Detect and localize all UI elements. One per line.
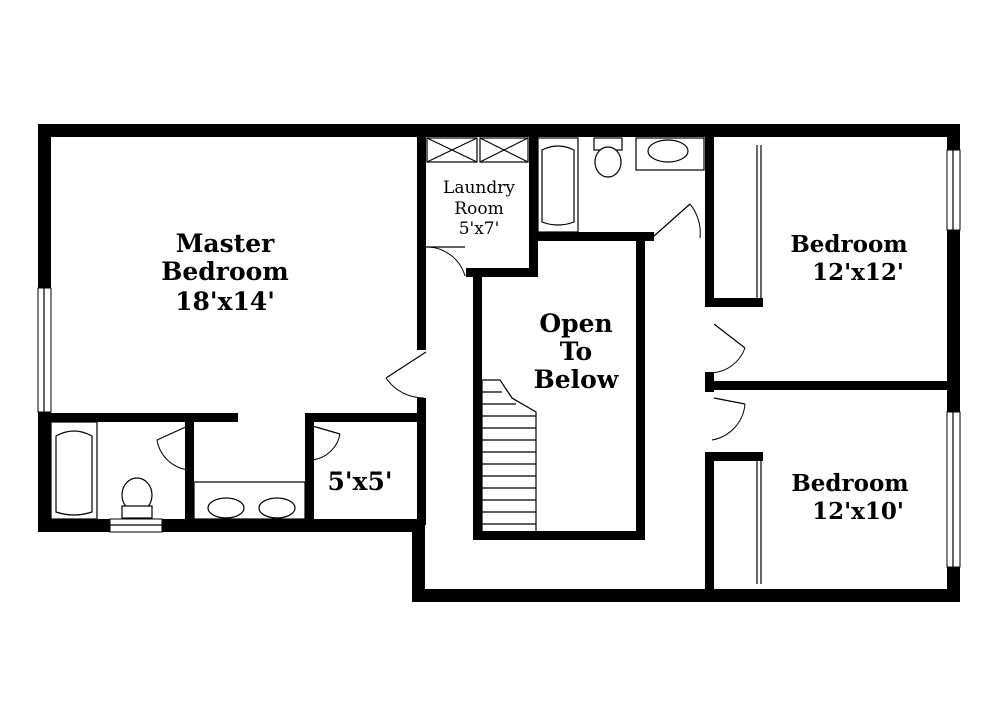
bedroom-upper-size: 12'x12' <box>812 259 904 286</box>
fixtures <box>50 137 705 539</box>
master-bedroom-name-line2: Bedroom <box>161 257 289 286</box>
laundry-room-size: 5'x7' <box>459 219 500 239</box>
interior-walls <box>38 137 960 602</box>
doors <box>156 145 762 584</box>
open-to-below-line1: Open <box>539 309 612 338</box>
bedroom-upper-name: Bedroom <box>790 231 907 258</box>
open-to-below-line3: Below <box>534 365 620 394</box>
master-bedroom-name-line1: Master <box>176 229 275 258</box>
bedroom-lower-name: Bedroom <box>791 470 908 497</box>
windows <box>37 149 961 568</box>
closet-size: 5'x5' <box>327 467 392 496</box>
bedroom-lower-size: 12'x10' <box>812 498 904 525</box>
laundry-room-name-line1: Laundry <box>443 178 515 198</box>
master-bedroom-size: 18'x14' <box>175 287 275 316</box>
open-to-below-line2: To <box>560 337 592 366</box>
laundry-room-name-line2: Room <box>454 199 503 219</box>
